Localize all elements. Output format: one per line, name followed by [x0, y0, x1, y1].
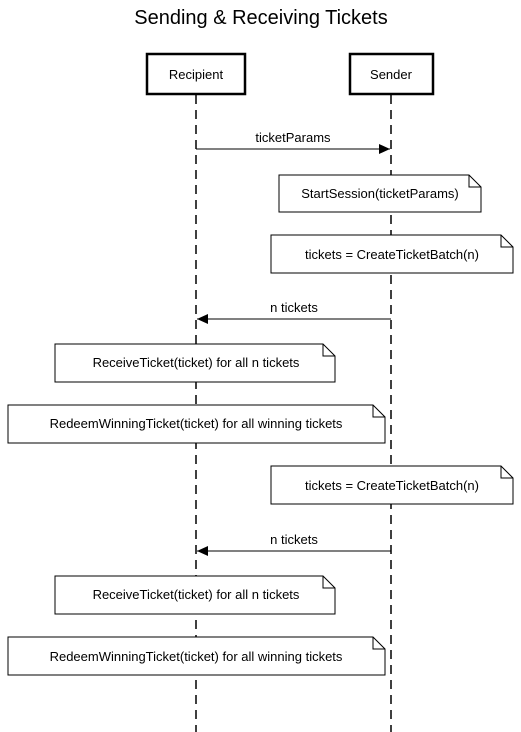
- note-start-session: StartSession(ticketParams): [278, 174, 482, 213]
- note-redeem-winning-ticket-1-text: RedeemWinningTicket(ticket) for all winn…: [50, 416, 343, 431]
- note-start-session-text: StartSession(ticketParams): [301, 186, 459, 201]
- message-n-tickets-2-label: n tickets: [270, 532, 318, 547]
- note-redeem-winning-ticket-2: RedeemWinningTicket(ticket) for all winn…: [7, 636, 386, 676]
- note-receive-ticket-2: ReceiveTicket(ticket) for all n tickets: [54, 575, 336, 615]
- participant-recipient: Recipient: [145, 52, 247, 96]
- note-receive-ticket-2-text: ReceiveTicket(ticket) for all n tickets: [93, 587, 300, 602]
- participant-sender-label: Sender: [370, 67, 413, 82]
- note-receive-ticket-1: ReceiveTicket(ticket) for all n tickets: [54, 343, 336, 383]
- note-receive-ticket-1-text: ReceiveTicket(ticket) for all n tickets: [93, 355, 300, 370]
- diagram-title: Sending & Receiving Tickets: [134, 7, 387, 29]
- note-create-ticket-batch-1: tickets = CreateTicketBatch(n): [270, 234, 514, 274]
- message-ticket-params-label: ticketParams: [255, 130, 331, 145]
- message-n-tickets-2: n tickets: [197, 532, 391, 556]
- note-create-ticket-batch-2: tickets = CreateTicketBatch(n): [270, 465, 514, 505]
- message-n-tickets-1-label: n tickets: [270, 300, 318, 315]
- note-create-ticket-batch-2-text: tickets = CreateTicketBatch(n): [305, 478, 479, 493]
- note-redeem-winning-ticket-2-text: RedeemWinningTicket(ticket) for all winn…: [50, 649, 343, 664]
- message-n-tickets-1: n tickets: [197, 300, 391, 324]
- note-create-ticket-batch-1-text: tickets = CreateTicketBatch(n): [305, 247, 479, 262]
- participant-sender: Sender: [348, 52, 435, 96]
- participant-recipient-label: Recipient: [169, 67, 224, 82]
- note-redeem-winning-ticket-1: RedeemWinningTicket(ticket) for all winn…: [7, 404, 386, 444]
- message-ticket-params: ticketParams: [196, 130, 390, 154]
